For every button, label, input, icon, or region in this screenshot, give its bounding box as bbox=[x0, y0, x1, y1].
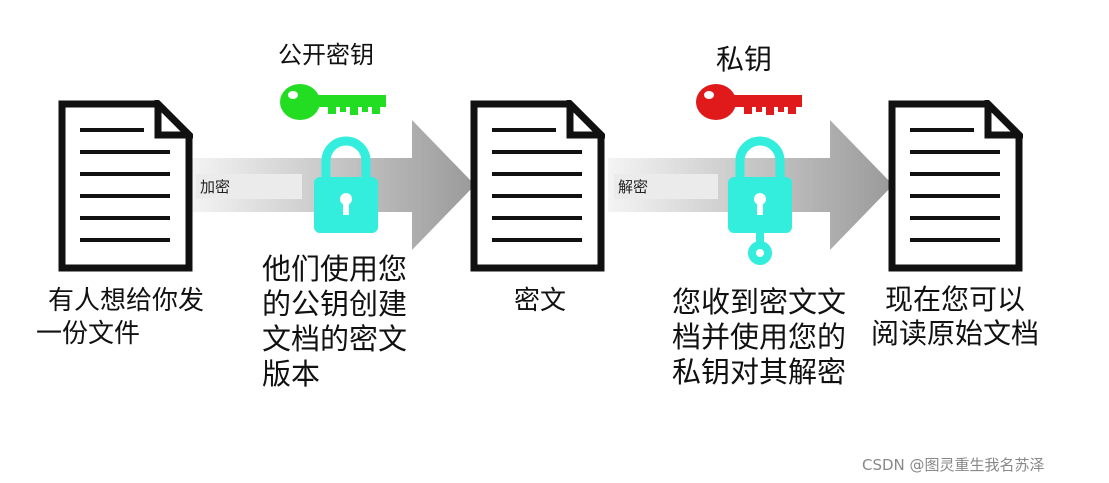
public-key-icon bbox=[280, 84, 386, 120]
unlocking-padlock-icon bbox=[728, 136, 792, 265]
encrypt-arrow-label: 加密 bbox=[196, 174, 302, 199]
result-description: 现在您可以 阅读原始文档 bbox=[862, 283, 1048, 351]
result-line-2: 阅读原始文档 bbox=[870, 317, 1039, 350]
decrypt-desc-line-1: 您收到密文文 bbox=[672, 285, 847, 319]
ciphertext-document-icon bbox=[470, 100, 605, 272]
decrypted-document-icon bbox=[888, 100, 1023, 272]
encrypt-desc-line-2: 的公钥创建 bbox=[262, 287, 408, 321]
decrypt-desc-line-2: 档并使用您的 bbox=[672, 320, 847, 354]
result-line-1: 现在您可以 bbox=[884, 283, 1025, 316]
sender-description: 有人想给你发 一份文件 bbox=[36, 285, 216, 351]
csdn-watermark: CSDN @图灵重生我名苏泽 bbox=[862, 456, 1045, 474]
lock-icon bbox=[314, 136, 378, 233]
ciphertext-label: 密文 bbox=[514, 286, 567, 316]
encrypt-desc-line-1: 他们使用您 bbox=[262, 252, 408, 286]
encrypt-desc-line-4: 版本 bbox=[262, 357, 321, 391]
private-key-icon bbox=[696, 84, 802, 120]
sender-line-1: 有人想给你发 bbox=[47, 286, 204, 316]
decrypt-arrow-label: 解密 bbox=[614, 174, 718, 199]
encrypt-desc-line-3: 文档的密文 bbox=[262, 322, 408, 356]
decrypt-description: 您收到密文文 档并使用您的 私钥对其解密 bbox=[672, 285, 846, 390]
public-key-title: 公开密钥 bbox=[278, 41, 374, 69]
private-key-title: 私钥 bbox=[716, 43, 773, 76]
decrypt-desc-line-3: 私钥对其解密 bbox=[672, 355, 847, 389]
encrypt-description: 他们使用您 的公钥创建 文档的密文 版本 bbox=[262, 252, 407, 392]
sender-line-2: 一份文件 bbox=[36, 319, 141, 349]
original-document-icon bbox=[58, 100, 193, 272]
